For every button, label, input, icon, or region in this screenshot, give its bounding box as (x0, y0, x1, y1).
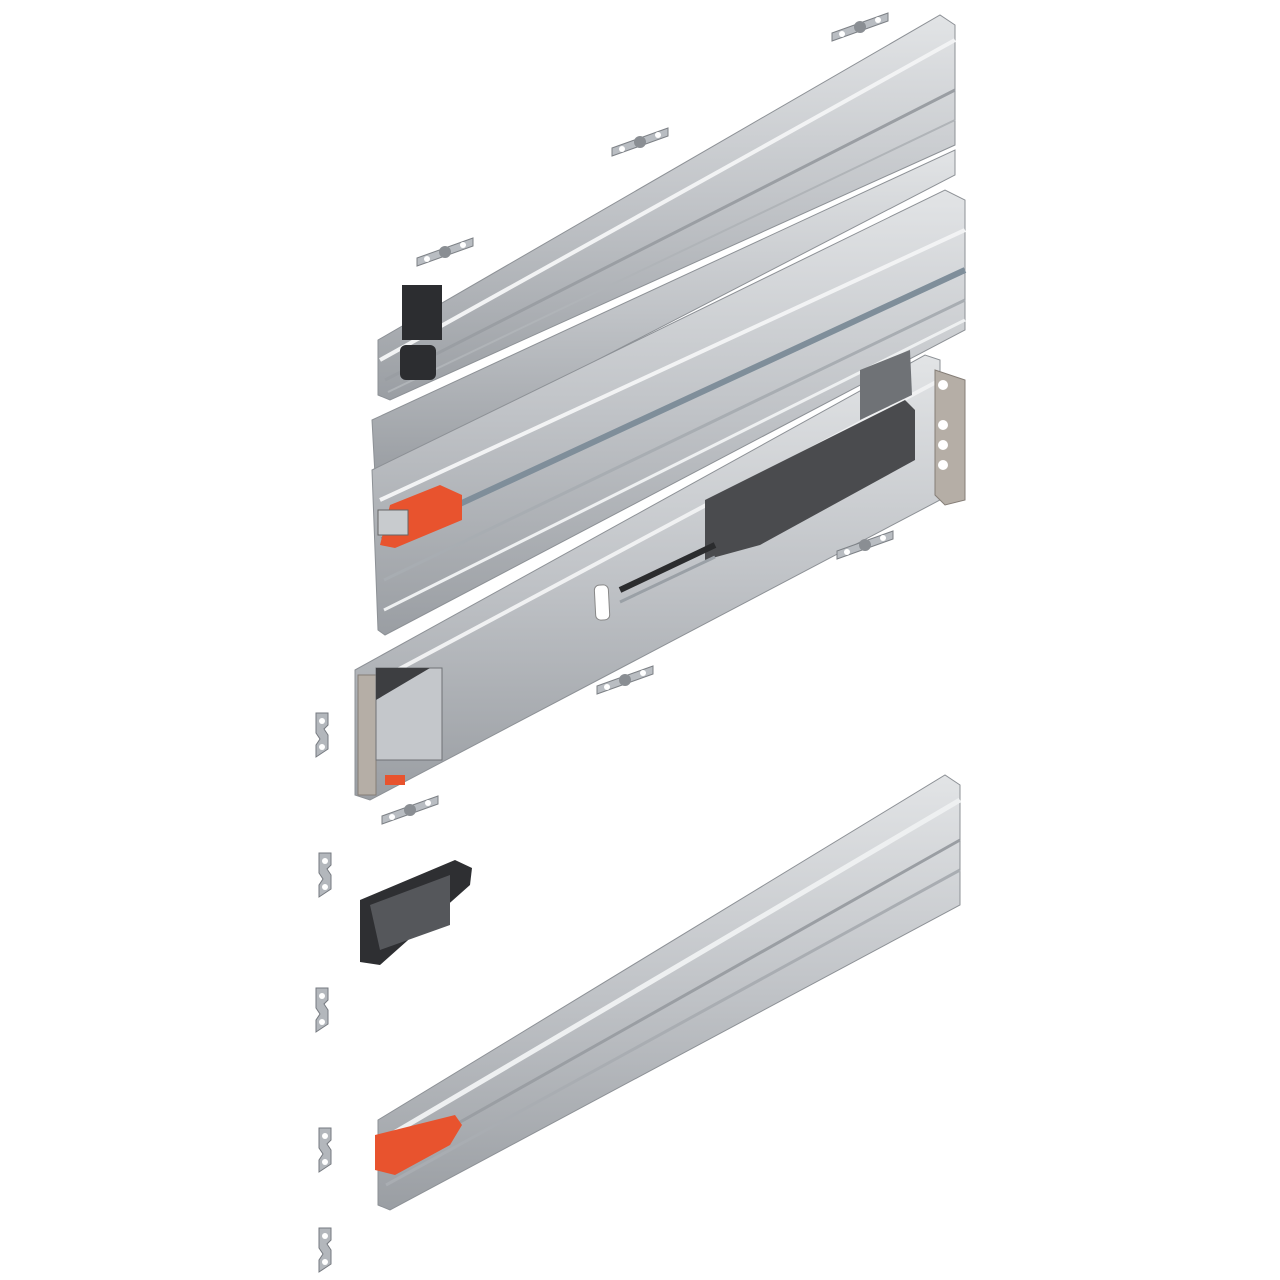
fixing-hook (318, 1227, 332, 1273)
fixing-hook (315, 987, 329, 1033)
mounting-clip (611, 127, 669, 157)
fixing-hook (315, 712, 329, 758)
locking-device-black (400, 285, 442, 380)
top-drawer-rail (371, 14, 956, 476)
fixing-hook (318, 852, 332, 898)
fixing-hook (318, 1127, 332, 1173)
black-coupling-plate (360, 860, 472, 965)
mounting-clip (416, 237, 474, 267)
mounting-clip (381, 795, 439, 825)
cabinet-rail-with-mechanism (354, 350, 966, 801)
mounting-clip (831, 12, 889, 42)
bottom-drawer-rail (375, 774, 962, 1211)
orange-coupling-mechanism (377, 485, 462, 548)
middle-drawer-rail (371, 189, 967, 636)
